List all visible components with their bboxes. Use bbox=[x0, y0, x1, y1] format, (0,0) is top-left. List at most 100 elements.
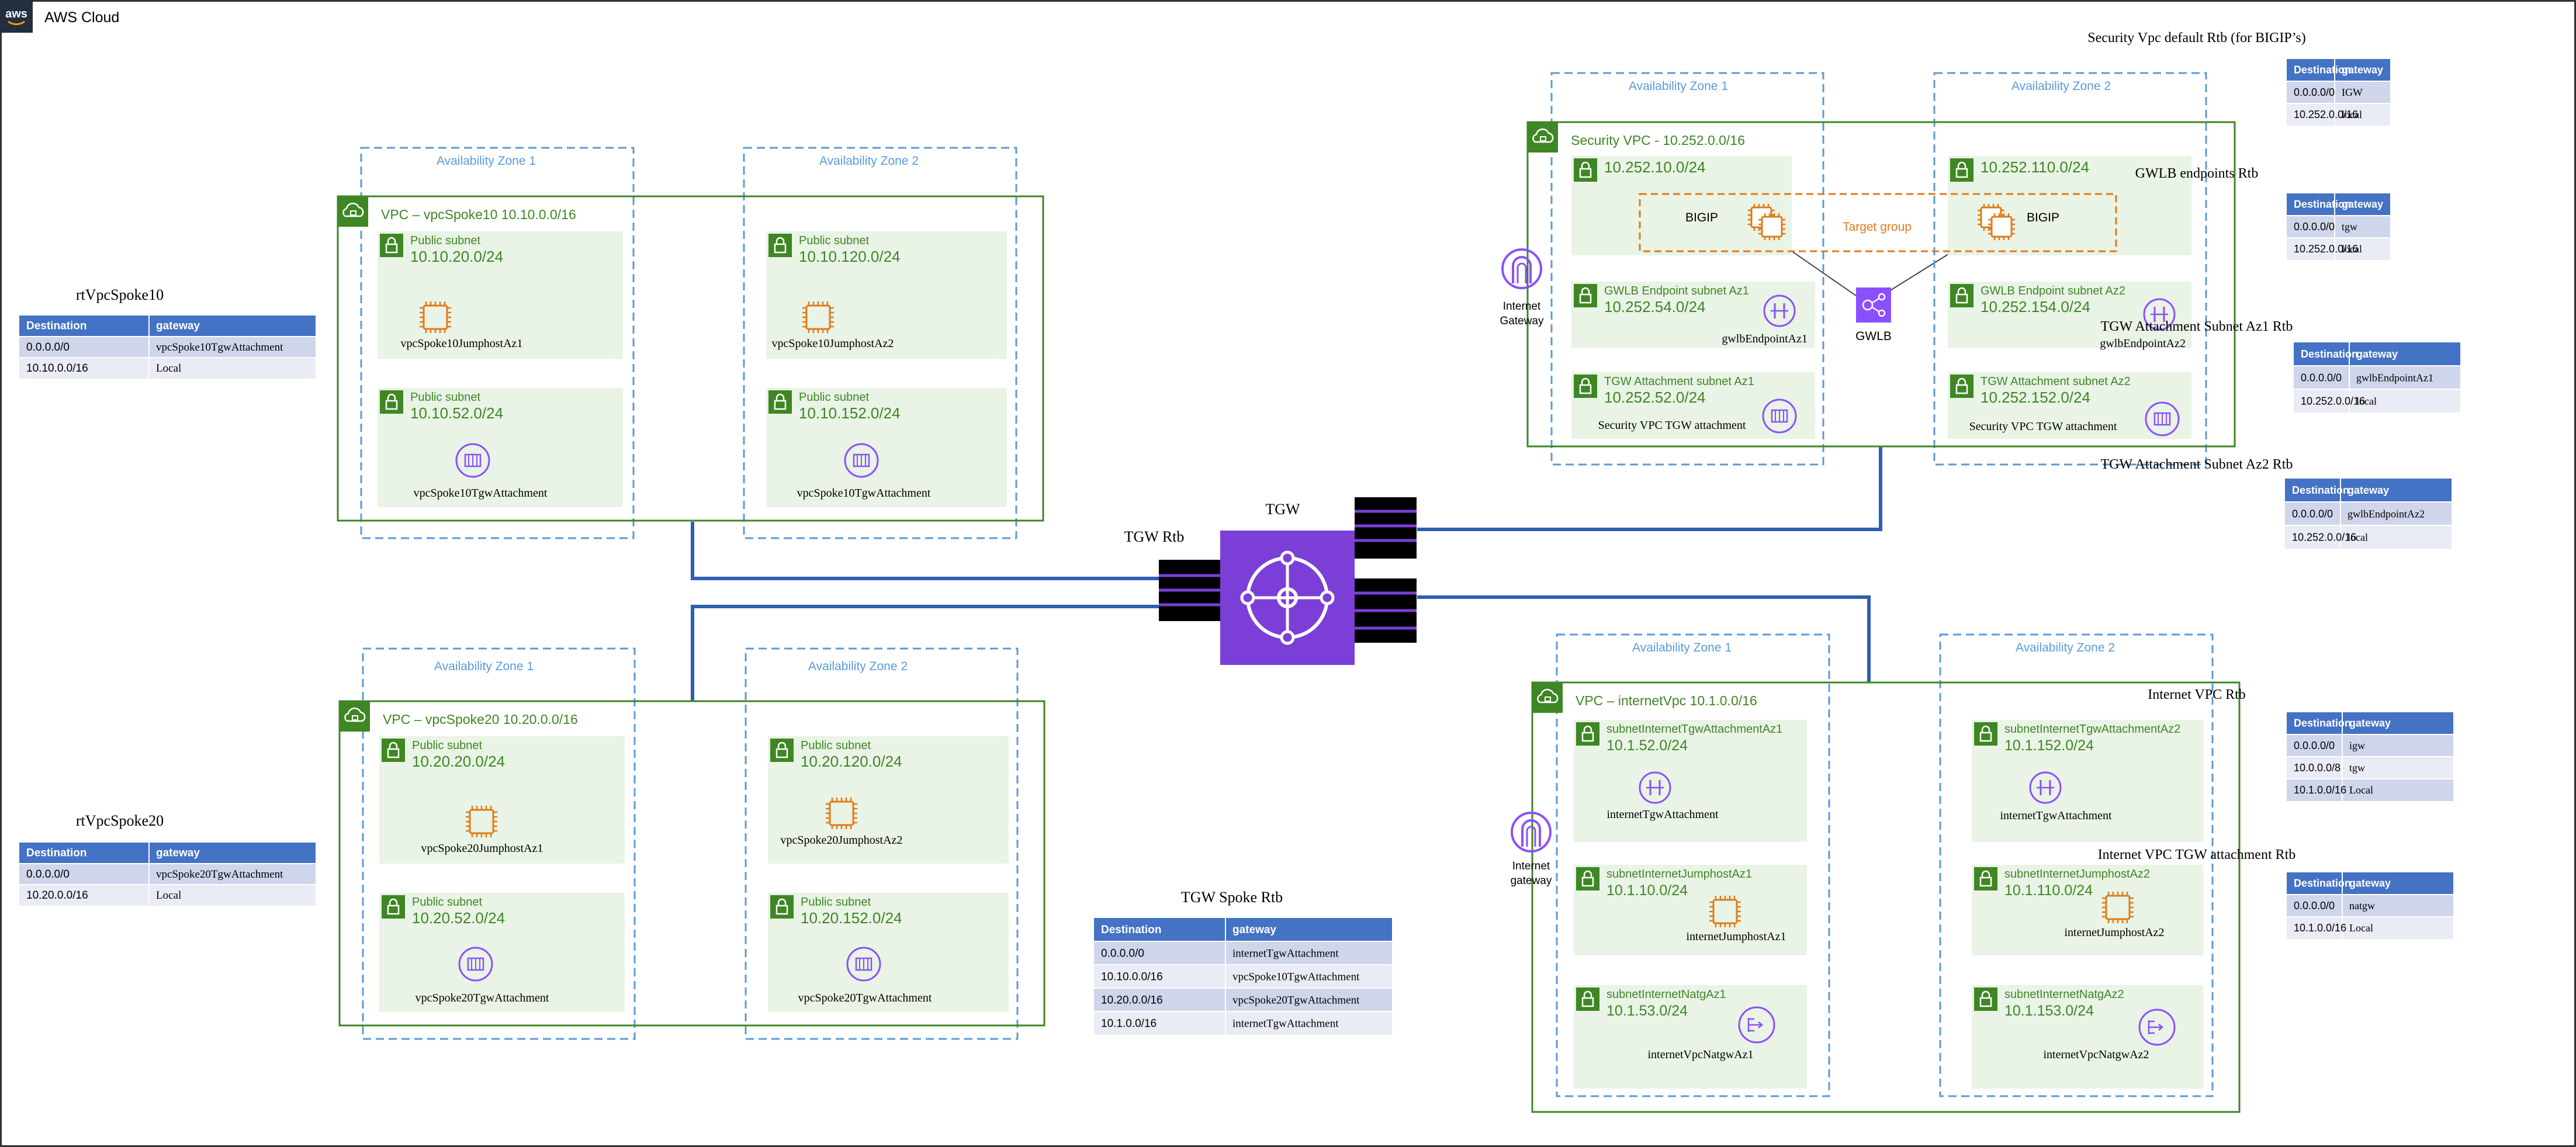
route-table-header-cell bbox=[2285, 479, 2340, 502]
az-box-security-az1 bbox=[1550, 72, 1824, 466]
subnet-resource-label: Security VPC TGW attachment bbox=[1598, 419, 1746, 432]
subnet-lock-icon bbox=[768, 390, 792, 414]
az-box-spoke20-az2 bbox=[745, 647, 1019, 1040]
route-table-header-gateway: gateway bbox=[156, 320, 200, 332]
route-table-destination-cell: 10.252.0.0/16 bbox=[2294, 243, 2358, 255]
route-table-header-destination: Destination bbox=[26, 847, 86, 859]
tgw-attachment-icon bbox=[844, 443, 879, 478]
subnet-cidr: 10.252.52.0/24 bbox=[1604, 389, 1706, 406]
az-label: Availability Zone 2 bbox=[808, 660, 908, 673]
subnet-name: subnetInternetNatgAz2 bbox=[2004, 988, 2124, 1001]
availability-zones bbox=[360, 72, 2214, 1097]
route-table-row bbox=[19, 337, 316, 358]
tgw-attachment-icon bbox=[458, 947, 493, 982]
subnet: Public subnet10.20.152.0/24vpcSpoke20Tgw… bbox=[768, 893, 1009, 1012]
subnet-name: Public subnet bbox=[799, 234, 870, 247]
tgw-label: TGW bbox=[1265, 501, 1300, 518]
subnet-lock-icon bbox=[1576, 867, 1599, 890]
route-table-header-cell bbox=[2335, 193, 2390, 216]
route-table-header-cell bbox=[2287, 872, 2342, 895]
gwlb-endpoint-icon bbox=[1639, 771, 1671, 804]
subnet-lock-icon bbox=[1950, 158, 1973, 182]
route-table-gateway-cell: Local bbox=[2349, 784, 2373, 796]
vpc-boxes bbox=[337, 121, 2241, 1113]
subnet-lock-icon bbox=[382, 895, 405, 919]
subnet-cidr: 10.20.152.0/24 bbox=[801, 909, 902, 927]
subnet-cidr: 10.252.10.0/24 bbox=[1604, 158, 1706, 176]
route-table-gateway-cell: vpcSpoke10TgwAttachment bbox=[1232, 971, 1360, 983]
subnet-lock-icon bbox=[380, 234, 403, 257]
subnet-cidr: 10.10.152.0/24 bbox=[799, 404, 901, 422]
route-table-gateway-cell: igw bbox=[2349, 740, 2365, 751]
subnet-lock-icon bbox=[1574, 375, 1597, 398]
vpc-label-spoke10: VPC – vpcSpoke10 10.10.0.0/16 bbox=[381, 207, 576, 222]
route-table-destination-cell: 10.1.0.0/16 bbox=[2294, 784, 2346, 796]
nat-gateway-icon bbox=[1738, 1006, 1775, 1044]
route-table-row bbox=[19, 885, 316, 906]
subnet-cidr: 10.252.54.0/24 bbox=[1604, 298, 1706, 316]
route-table-title: TGW Attachment Subnet Az2 Rtb bbox=[2101, 457, 2293, 472]
route-table-destination-cell: 0.0.0.0/0 bbox=[2301, 372, 2342, 383]
tgw-rtb-label: TGW Rtb bbox=[1124, 528, 1185, 545]
route-table: Security Vpc default Rtb (for BIGIP’s)De… bbox=[2087, 30, 2390, 126]
subnet-resource-label: vpcSpoke20JumphostAz1 bbox=[421, 842, 543, 855]
route-table-destination-cell: 10.252.0.0/16 bbox=[2294, 109, 2358, 120]
subnet-lock-icon bbox=[1576, 722, 1599, 746]
subnet-cidr: 10.10.120.0/24 bbox=[799, 248, 901, 265]
subnet-box bbox=[1574, 865, 1807, 955]
gwlb-endpoint-icon bbox=[1763, 294, 1796, 327]
subnet: TGW Attachment subnet Az210.252.152.0/24… bbox=[1948, 372, 2191, 439]
route-table-header-gateway: gateway bbox=[2349, 878, 2391, 889]
ec2-instance-icon bbox=[1709, 896, 1741, 927]
subnet-box bbox=[378, 388, 623, 507]
subnet-box bbox=[1574, 720, 1807, 842]
gwlb-endpoint-icon bbox=[2143, 298, 2176, 331]
bigip-instance-icon bbox=[1978, 204, 2015, 240]
subnet-box bbox=[768, 893, 1009, 1012]
route-table-row bbox=[2287, 103, 2390, 126]
route-table-destination-cell: 10.20.0.0/16 bbox=[26, 889, 88, 902]
subnet-box bbox=[766, 231, 1007, 359]
az-label: Availability Zone 1 bbox=[1629, 79, 1728, 93]
az-box-security-az2 bbox=[1933, 72, 2207, 466]
subnet-cidr: 10.1.52.0/24 bbox=[1606, 737, 1688, 754]
route-table-row bbox=[19, 358, 316, 379]
route-table-row bbox=[2294, 366, 2460, 389]
subnet-box bbox=[1948, 372, 2191, 439]
subnet-resource-label: internetTgwAttachment bbox=[1606, 808, 1718, 821]
route-table-row bbox=[19, 864, 316, 885]
route-table-title: TGW Spoke Rtb bbox=[1181, 889, 1283, 906]
az-box-internet-az1 bbox=[1556, 633, 1830, 1097]
route-table-destination-cell: 10.1.0.0/16 bbox=[1101, 1017, 1157, 1030]
subnet-resource-label: vpcSpoke10JumphostAz1 bbox=[401, 337, 523, 350]
route-table-header-destination: Destination bbox=[2294, 878, 2351, 889]
vpc-icon bbox=[1532, 682, 1563, 713]
route-table-header-cell bbox=[2342, 712, 2453, 734]
route-table-destination-cell: 10.252.0.0/16 bbox=[2301, 395, 2365, 407]
az-box-internet-az2 bbox=[1939, 633, 2214, 1097]
subnet: Public subnet10.10.20.0/24vpcSpoke10Jump… bbox=[378, 231, 623, 359]
internet-gateway-label: Internet bbox=[1512, 860, 1550, 872]
subnet-lock-icon bbox=[768, 234, 792, 257]
subnet-lock-icon bbox=[770, 895, 794, 919]
bigip-label-az2: BIGIP bbox=[2027, 211, 2059, 224]
subnet-cidr: 10.1.110.0/24 bbox=[2004, 882, 2093, 899]
internet-gateway-label: gateway bbox=[1511, 875, 1552, 887]
subnet-cidr: 10.20.120.0/24 bbox=[801, 753, 902, 770]
subnet: subnetInternetJumphostAz210.1.110.0/24in… bbox=[1972, 865, 2203, 955]
route-table-row bbox=[1094, 941, 1392, 965]
az-box-spoke10-az1 bbox=[360, 147, 635, 539]
subnet-lock-icon bbox=[1974, 867, 1997, 890]
route-table-header-cell bbox=[19, 316, 149, 337]
bigip-instance-icon bbox=[1748, 204, 1785, 240]
subnet-resource-label: Security VPC TGW attachment bbox=[1969, 420, 2117, 433]
subnet-resource-label: vpcSpoke20JumphostAz2 bbox=[781, 834, 903, 847]
subnet-box bbox=[1574, 985, 1807, 1089]
subnet-resource-label: internetTgwAttachment bbox=[2000, 809, 2111, 822]
route-table-header-cell bbox=[2294, 342, 2349, 366]
aws-logo-icon: aws bbox=[0, 0, 33, 33]
route-table-header-destination: Destination bbox=[2294, 199, 2351, 210]
subnet-resource-label: vpcSpoke10JumphostAz2 bbox=[772, 337, 894, 350]
route-table-header-cell bbox=[1094, 918, 1225, 941]
subnet-resource-label: vpcSpoke10TgwAttachment bbox=[797, 487, 931, 500]
